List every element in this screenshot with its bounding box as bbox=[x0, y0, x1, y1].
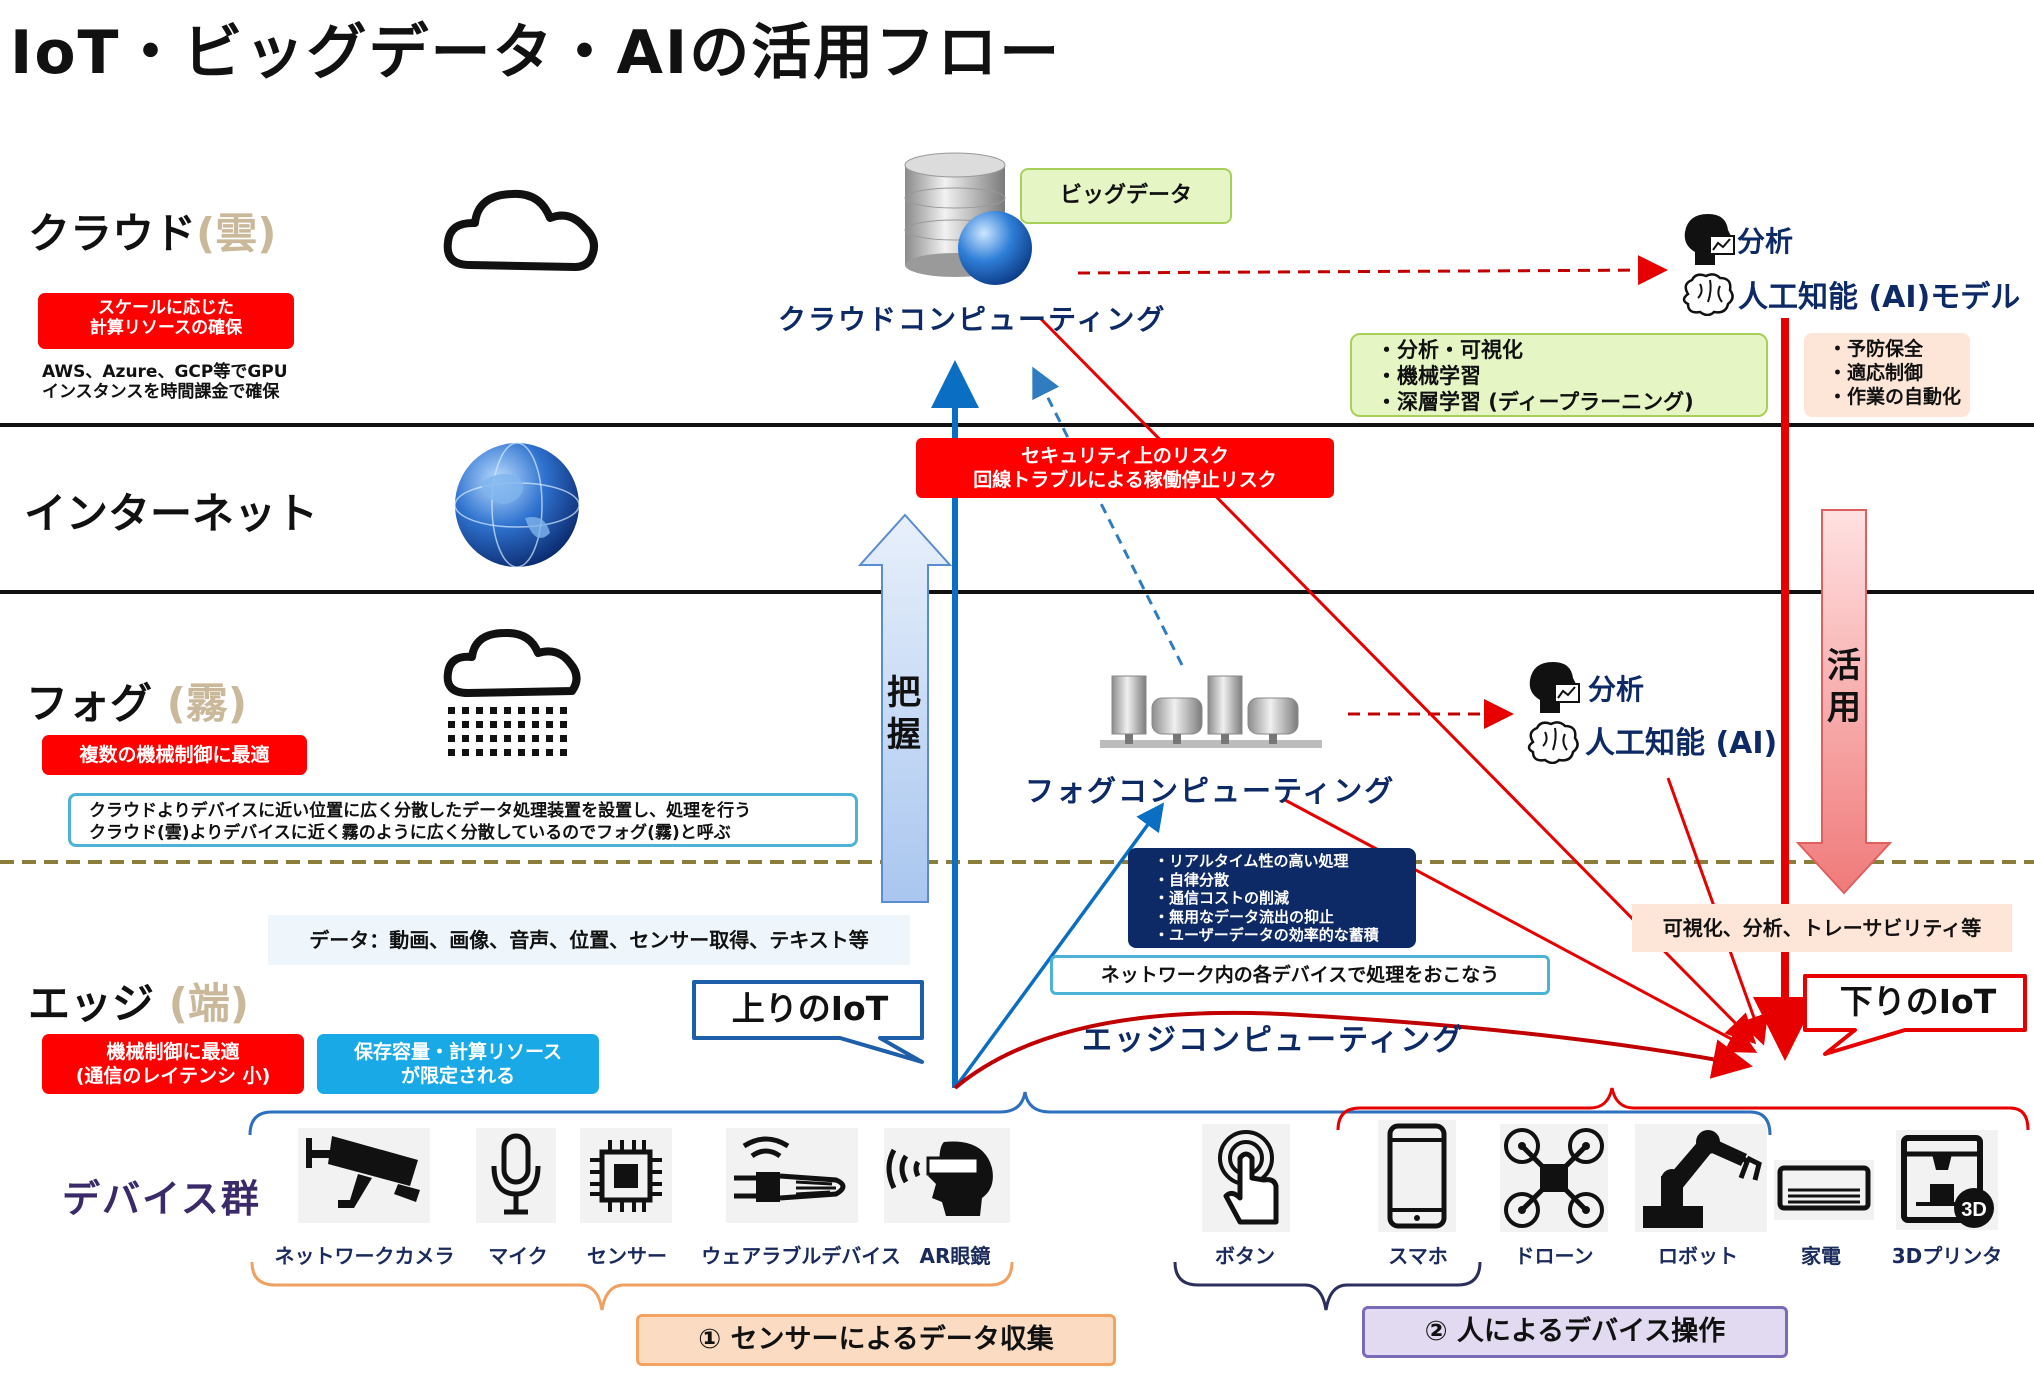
microphone-icon bbox=[476, 1128, 556, 1223]
utilize-down-arrow bbox=[1795, 509, 1893, 895]
analysis-item: ・分析・可視化 bbox=[1376, 338, 1523, 362]
air-conditioner-icon bbox=[1774, 1160, 1874, 1220]
device-label-camera: ネットワークカメラ bbox=[274, 1244, 455, 1268]
cloud-layer-label: クラウド(雲) bbox=[28, 200, 276, 261]
robot-arm-icon bbox=[1635, 1124, 1767, 1232]
sensor-brace-orange bbox=[250, 1261, 1014, 1311]
cloud-analysis-list: ・分析・可視化 ・機械学習 ・深層学習 (ディープラーニング) bbox=[1350, 333, 1768, 417]
utilize-label: 活 用 bbox=[1827, 646, 1861, 728]
benefit-item: ・ユーザーデータの効率的な蓄積 bbox=[1154, 926, 1379, 944]
device-label-mic: マイク bbox=[488, 1244, 548, 1268]
internet-layer-label: インターネット bbox=[24, 489, 319, 538]
ar-glasses-icon bbox=[884, 1128, 1010, 1223]
grasp-up-arrow bbox=[857, 513, 953, 903]
devices-group-label: デバイス群 bbox=[62, 1177, 261, 1221]
fog-label-paren: (霧) bbox=[166, 679, 248, 728]
fog-note: クラウドよりデバイスに近い位置に広く分散したデータ処理装置を設置し、処理を行う … bbox=[68, 793, 858, 847]
smartphone-icon bbox=[1378, 1120, 1456, 1232]
visualization-note: 可視化、分析、トレーサビリティ等 bbox=[1632, 904, 2012, 952]
edge-network-note: ネットワーク内の各デバイスで処理をおこなう bbox=[1050, 955, 1550, 995]
head-analysis-icon bbox=[1684, 214, 1735, 265]
device-label-ar: AR眼鏡 bbox=[919, 1244, 991, 1268]
fog-ai-label: 人工知能 (AI) bbox=[1585, 726, 1778, 761]
edge-label-text: エッジ bbox=[28, 979, 155, 1028]
benefit-item: ・無用なデータ流出の抑止 bbox=[1154, 907, 1335, 926]
device-label-robot: ロボット bbox=[1658, 1244, 1738, 1268]
cloud-tag: スケールに応じた 計算リソースの確保 bbox=[38, 293, 294, 349]
cloud-application-list: ・予防保全 ・適応制御 ・作業の自動化 bbox=[1804, 333, 1970, 417]
cloud-label-paren: (雲) bbox=[196, 209, 277, 258]
benefit-item: ・リアルタイム性の高い処理 bbox=[1154, 852, 1349, 870]
3d-printer-icon: 3D bbox=[1896, 1130, 1998, 1230]
camera-icon bbox=[298, 1128, 430, 1223]
risk-box: セキュリティ上のリスク 回線トラブルによる稼働停止リスク bbox=[916, 438, 1334, 498]
fog-layer-label: フォグ (霧) bbox=[26, 670, 247, 731]
cloud-computing-label: クラウドコンピューティング bbox=[778, 303, 1167, 336]
upstream-iot-label: 上りのIoT bbox=[731, 989, 889, 1028]
device-label-drone: ドローン bbox=[1514, 1244, 1594, 1268]
cloud-ai-model-label: 人工知能 (AI)モデル bbox=[1738, 280, 2021, 315]
human-operation-label: ② 人によるデバイス操作 bbox=[1362, 1306, 1788, 1358]
edge-to-devices-curve bbox=[953, 1010, 1753, 1090]
benefit-item: ・自律分散 bbox=[1154, 870, 1230, 889]
fog-to-cloud-dashed bbox=[1032, 366, 1184, 666]
fog-servers-icon bbox=[1100, 675, 1322, 748]
cloud-note: AWS、Azure、GCP等でGPU インスタンスを時間課金で確保 bbox=[42, 362, 288, 402]
upstream-callout-shape bbox=[692, 980, 924, 1064]
benefit-item: ・通信コストの削減 bbox=[1154, 889, 1290, 907]
page-title: IoT・ビッグデータ・AIの活用フロー bbox=[10, 18, 1062, 88]
application-item: ・作業の自動化 bbox=[1828, 386, 1962, 408]
edge-label-paren: (端) bbox=[168, 979, 250, 1028]
chip-icon bbox=[580, 1128, 672, 1223]
svg-text:3D: 3D bbox=[1961, 1199, 1987, 1221]
head-analysis-icon bbox=[1529, 662, 1580, 713]
edge-layer-label: エッジ (端) bbox=[28, 970, 249, 1031]
device-label-wearable: ウェアラブルデバイス bbox=[701, 1244, 901, 1268]
application-item: ・予防保全 bbox=[1828, 338, 1924, 360]
cloud-icon bbox=[443, 189, 598, 271]
edge-computing-label: エッジコンピューティング bbox=[1082, 1023, 1465, 1058]
edge-to-fog-line bbox=[953, 802, 1165, 1090]
fog-to-devices-line bbox=[1284, 798, 1758, 1053]
brain-icon bbox=[1527, 721, 1579, 764]
fog-icon bbox=[443, 628, 581, 756]
edge-benefits-list: ・リアルタイム性の高い処理 ・自律分散 ・通信コストの削減 ・無用なデータ流出の… bbox=[1128, 848, 1416, 948]
device-label-appliance: 家電 bbox=[1801, 1244, 1841, 1268]
data-types-note: データ：動画、画像、音声、位置、センサー取得、テキスト等 bbox=[268, 915, 910, 965]
device-brace-blue bbox=[248, 1091, 1772, 1136]
globe-icon bbox=[454, 442, 580, 568]
drone-icon bbox=[1500, 1124, 1608, 1232]
device-label-3dprinter: 3Dプリンタ bbox=[1891, 1244, 2003, 1268]
wearable-icon bbox=[726, 1128, 858, 1223]
sensor-collection-label: ① センサーによるデータ収集 bbox=[636, 1314, 1116, 1366]
device-label-button: ボタン bbox=[1215, 1244, 1275, 1268]
analysis-item: ・深層学習 (ディープラーニング) bbox=[1376, 390, 1694, 414]
downstream-iot-label: 下りのIoT bbox=[1839, 982, 1997, 1021]
device-label-phone: スマホ bbox=[1388, 1244, 1448, 1268]
brain-icon bbox=[1682, 273, 1734, 316]
edge-tag-latency: 機械制御に最適 (通信のレイテンシ 小) bbox=[42, 1034, 304, 1094]
cloud-label-text: クラウド bbox=[28, 209, 197, 258]
analysis-item: ・機械学習 bbox=[1376, 364, 1481, 388]
edge-tag-resources: 保存容量・計算リソース が限定される bbox=[317, 1034, 599, 1094]
cloud-to-ai-dashed bbox=[1077, 255, 1668, 286]
grasp-label: 把 握 bbox=[887, 673, 921, 755]
device-label-sensor: センサー bbox=[587, 1244, 667, 1268]
fog-computing-label: フォグコンピューティング bbox=[1025, 774, 1396, 808]
database-server-icon bbox=[904, 152, 1032, 285]
touch-button-icon bbox=[1202, 1124, 1290, 1232]
fog-label-text: フォグ bbox=[26, 679, 153, 728]
downstream-callout-shape bbox=[1803, 974, 2027, 1056]
fog-analysis-label: 分析 bbox=[1588, 673, 1645, 706]
device-brace-red bbox=[1336, 1087, 2030, 1131]
fog-tag: 複数の機械制御に最適 bbox=[42, 735, 307, 775]
cloud-analysis-label: 分析 bbox=[1737, 225, 1794, 258]
human-brace-navy bbox=[1173, 1261, 1482, 1311]
application-item: ・適応制御 bbox=[1828, 362, 1924, 384]
bigdata-label: ビッグデータ bbox=[1020, 168, 1232, 224]
